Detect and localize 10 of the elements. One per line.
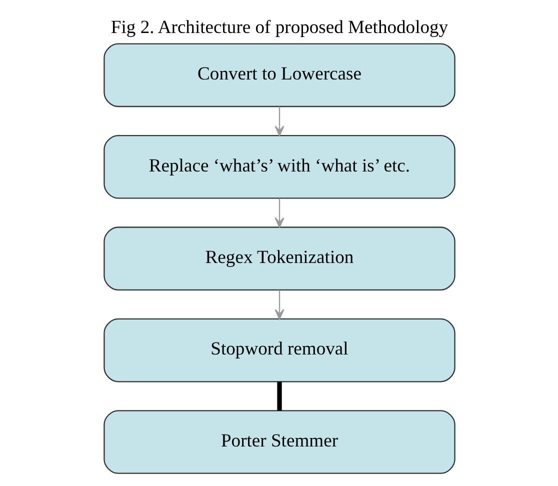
connector: [276, 381, 282, 410]
arrow: [274, 290, 284, 319]
node-box: Regex Tokenization: [103, 226, 455, 290]
node-box: Replace ‘what’s’ with ‘what is’ etc.: [103, 134, 455, 198]
node-box: Stopword removal: [103, 318, 455, 382]
node-box: Convert to Lowercase: [103, 42, 455, 107]
arrow: [274, 106, 284, 136]
node-box: Porter Stemmer: [103, 410, 455, 474]
arrow: [274, 198, 284, 228]
diagram-title: Fig 2. Architecture of proposed Methodology: [110, 16, 448, 38]
